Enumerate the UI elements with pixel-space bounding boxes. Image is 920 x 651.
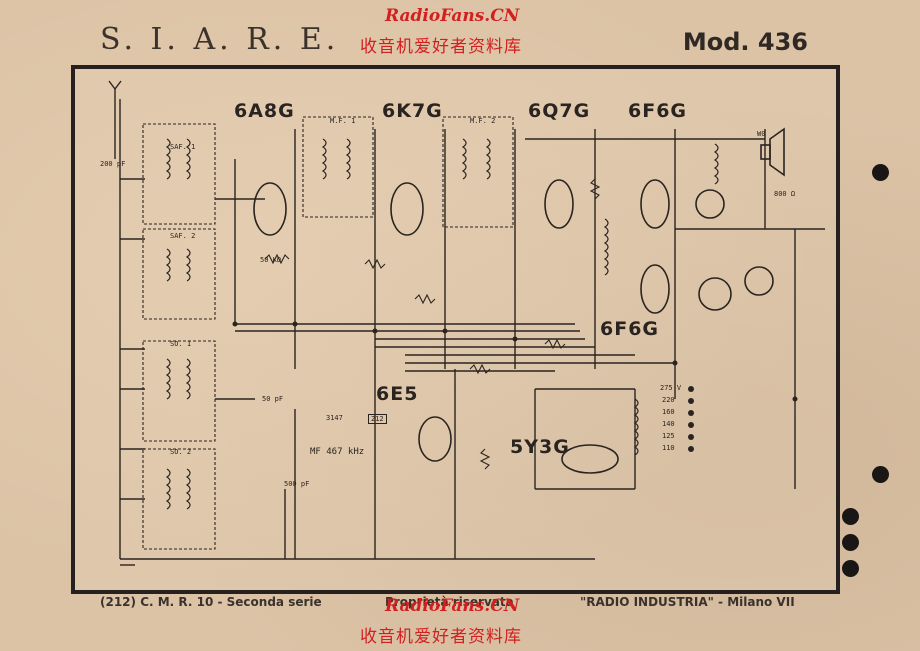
tube-label-6f6g-bottom: 6F6G bbox=[600, 318, 660, 340]
watermark-top-en: RadioFans.CN bbox=[385, 6, 520, 26]
tube-label-6a8g: 6A8G bbox=[234, 100, 295, 122]
label-so1: SO. 1 bbox=[170, 340, 192, 348]
label-speaker-impedance: 800 Ω bbox=[774, 190, 796, 198]
label-c50pf: 50 pF bbox=[262, 395, 284, 403]
watermark-top-cn: 收音机爱好者资料库 bbox=[360, 37, 522, 57]
voltage-125: 125 bbox=[662, 432, 675, 440]
label-so2: SO. 2 bbox=[170, 448, 192, 456]
watermark-bottom-cn: 收音机爱好者资料库 bbox=[360, 627, 522, 647]
footer-right: "RADIO INDUSTRIA" - Milano VII bbox=[580, 595, 795, 609]
voltage-110: 110 bbox=[662, 444, 675, 452]
label-if-freq: MF 467 kHz bbox=[310, 447, 365, 457]
punch-hole bbox=[872, 164, 889, 181]
tube-label-6q7g: 6Q7G bbox=[528, 100, 591, 122]
tube-label-5y3g: 5Y3G bbox=[510, 436, 570, 458]
punch-hole bbox=[872, 466, 889, 483]
label-speaker: W0 bbox=[757, 130, 766, 138]
label-mf1: M.F. 1 bbox=[330, 117, 356, 125]
voltage-140: 140 bbox=[662, 420, 675, 428]
punch-hole bbox=[842, 560, 859, 577]
schematic-diagram bbox=[108, 80, 825, 566]
footer-center: Proprietà riservata bbox=[385, 595, 514, 609]
punch-hole bbox=[842, 534, 859, 551]
label-box-no: 212 bbox=[368, 414, 387, 424]
tube-label-6f6g-top: 6F6G bbox=[628, 100, 688, 122]
tube-label-6e5: 6E5 bbox=[376, 383, 419, 405]
voltage-160: 160 bbox=[662, 408, 675, 416]
brand-title: S. I. A. R. E. bbox=[100, 22, 340, 57]
label-mf2: M.F. 2 bbox=[470, 117, 496, 125]
footer-left: (212) C. M. R. 10 - Seconda serie bbox=[100, 595, 322, 609]
label-saf2: SAF. 2 bbox=[170, 232, 196, 240]
voltage-275: 275 V bbox=[660, 384, 682, 392]
label-saf1: SAF. 1 bbox=[170, 143, 196, 151]
label-r50k: 50 KΩ bbox=[260, 256, 282, 264]
voltage-220: 220 bbox=[662, 396, 675, 404]
label-part-no: 3147 bbox=[326, 414, 343, 422]
model-number: Mod. 436 bbox=[682, 28, 808, 56]
tube-label-6k7g: 6K7G bbox=[382, 100, 443, 122]
label-c500pf: 500 pF bbox=[284, 480, 310, 488]
punch-hole bbox=[842, 508, 859, 525]
label-c200pf: 200 pF bbox=[100, 160, 126, 168]
watermark-bottom-en: RadioFans.CN bbox=[385, 596, 520, 616]
